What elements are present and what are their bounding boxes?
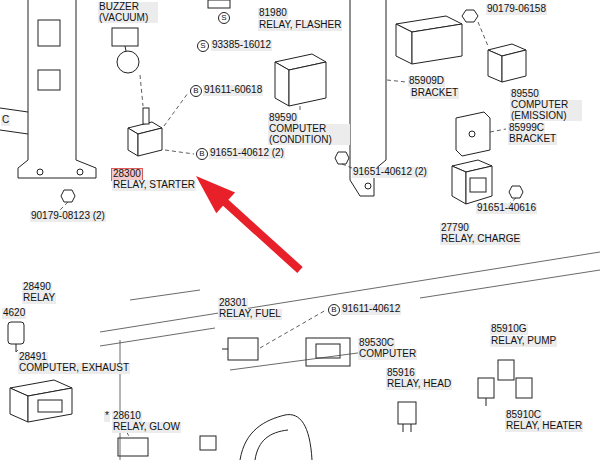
part-number: 85910G — [490, 324, 528, 335]
callout-symbol: B — [328, 304, 340, 316]
part-number: 28301 — [218, 298, 248, 309]
part-number: 28490 — [22, 282, 52, 293]
part-number: 85916 — [386, 368, 416, 379]
part-name: COMPUTER — [358, 349, 417, 360]
part-number: 89590 — [268, 113, 298, 124]
callout-symbol: S — [197, 40, 209, 52]
part-name: C — [1, 115, 10, 126]
part-name: RELAY, HEATER — [505, 421, 583, 432]
part-number: 81980 — [258, 8, 288, 19]
part-name: BUZZER (VACUUM) — [98, 2, 158, 23]
part-number: 28610 — [112, 411, 142, 422]
part-name: RELAY — [22, 293, 56, 304]
part-number: 89530C — [358, 338, 395, 349]
part-number: 90179-06158 — [486, 4, 547, 15]
part-number: 91611-40612 — [341, 304, 401, 315]
part-number: 28300 — [112, 169, 142, 180]
part-number: 27790 — [440, 223, 470, 234]
part-number: 89550 — [510, 89, 540, 100]
part-name: RELAY, GLOW — [112, 422, 181, 433]
part-name: RELAY, PUMP — [490, 336, 557, 347]
part-name: RELAY, FUEL — [218, 309, 282, 320]
part-number: 91651-40616 — [476, 203, 537, 214]
part-name: COMPUTER (CONDITION) — [268, 124, 350, 145]
part-name: BRACKET — [508, 134, 557, 145]
part-name: RELAY, FLASHER — [258, 20, 342, 31]
part-number: 28491 — [18, 352, 48, 363]
part-number: 85910C — [505, 410, 542, 421]
callout-symbol: B — [190, 85, 202, 97]
part-number: 85909D — [408, 76, 445, 87]
callout-symbol: B — [196, 148, 208, 160]
part-number: 93385-16012 — [211, 40, 272, 51]
part-name: RELAY, CHARGE — [440, 234, 521, 245]
part-name: BRACKET — [410, 88, 459, 99]
part-number: 4620 — [2, 308, 26, 319]
callout-symbol: S — [218, 12, 230, 24]
part-number: 91651-40612 (2) — [209, 148, 285, 159]
part-number: 85999C — [508, 123, 545, 134]
part-name: COMPUTER (EMISSION) — [510, 100, 582, 121]
pointer-arrow — [196, 176, 303, 273]
part-number: 90179-08123 (2) — [30, 211, 106, 222]
part-name: RELAY, STARTER — [112, 180, 196, 191]
part-name: COMPUTER, EXHAUST — [18, 363, 130, 374]
part-number: 91611-60618 — [203, 85, 263, 96]
part-name: RELAY, HEAD — [386, 379, 452, 390]
part-name: * — [104, 411, 110, 422]
part-number: 91651-40612 (2) — [352, 167, 428, 178]
